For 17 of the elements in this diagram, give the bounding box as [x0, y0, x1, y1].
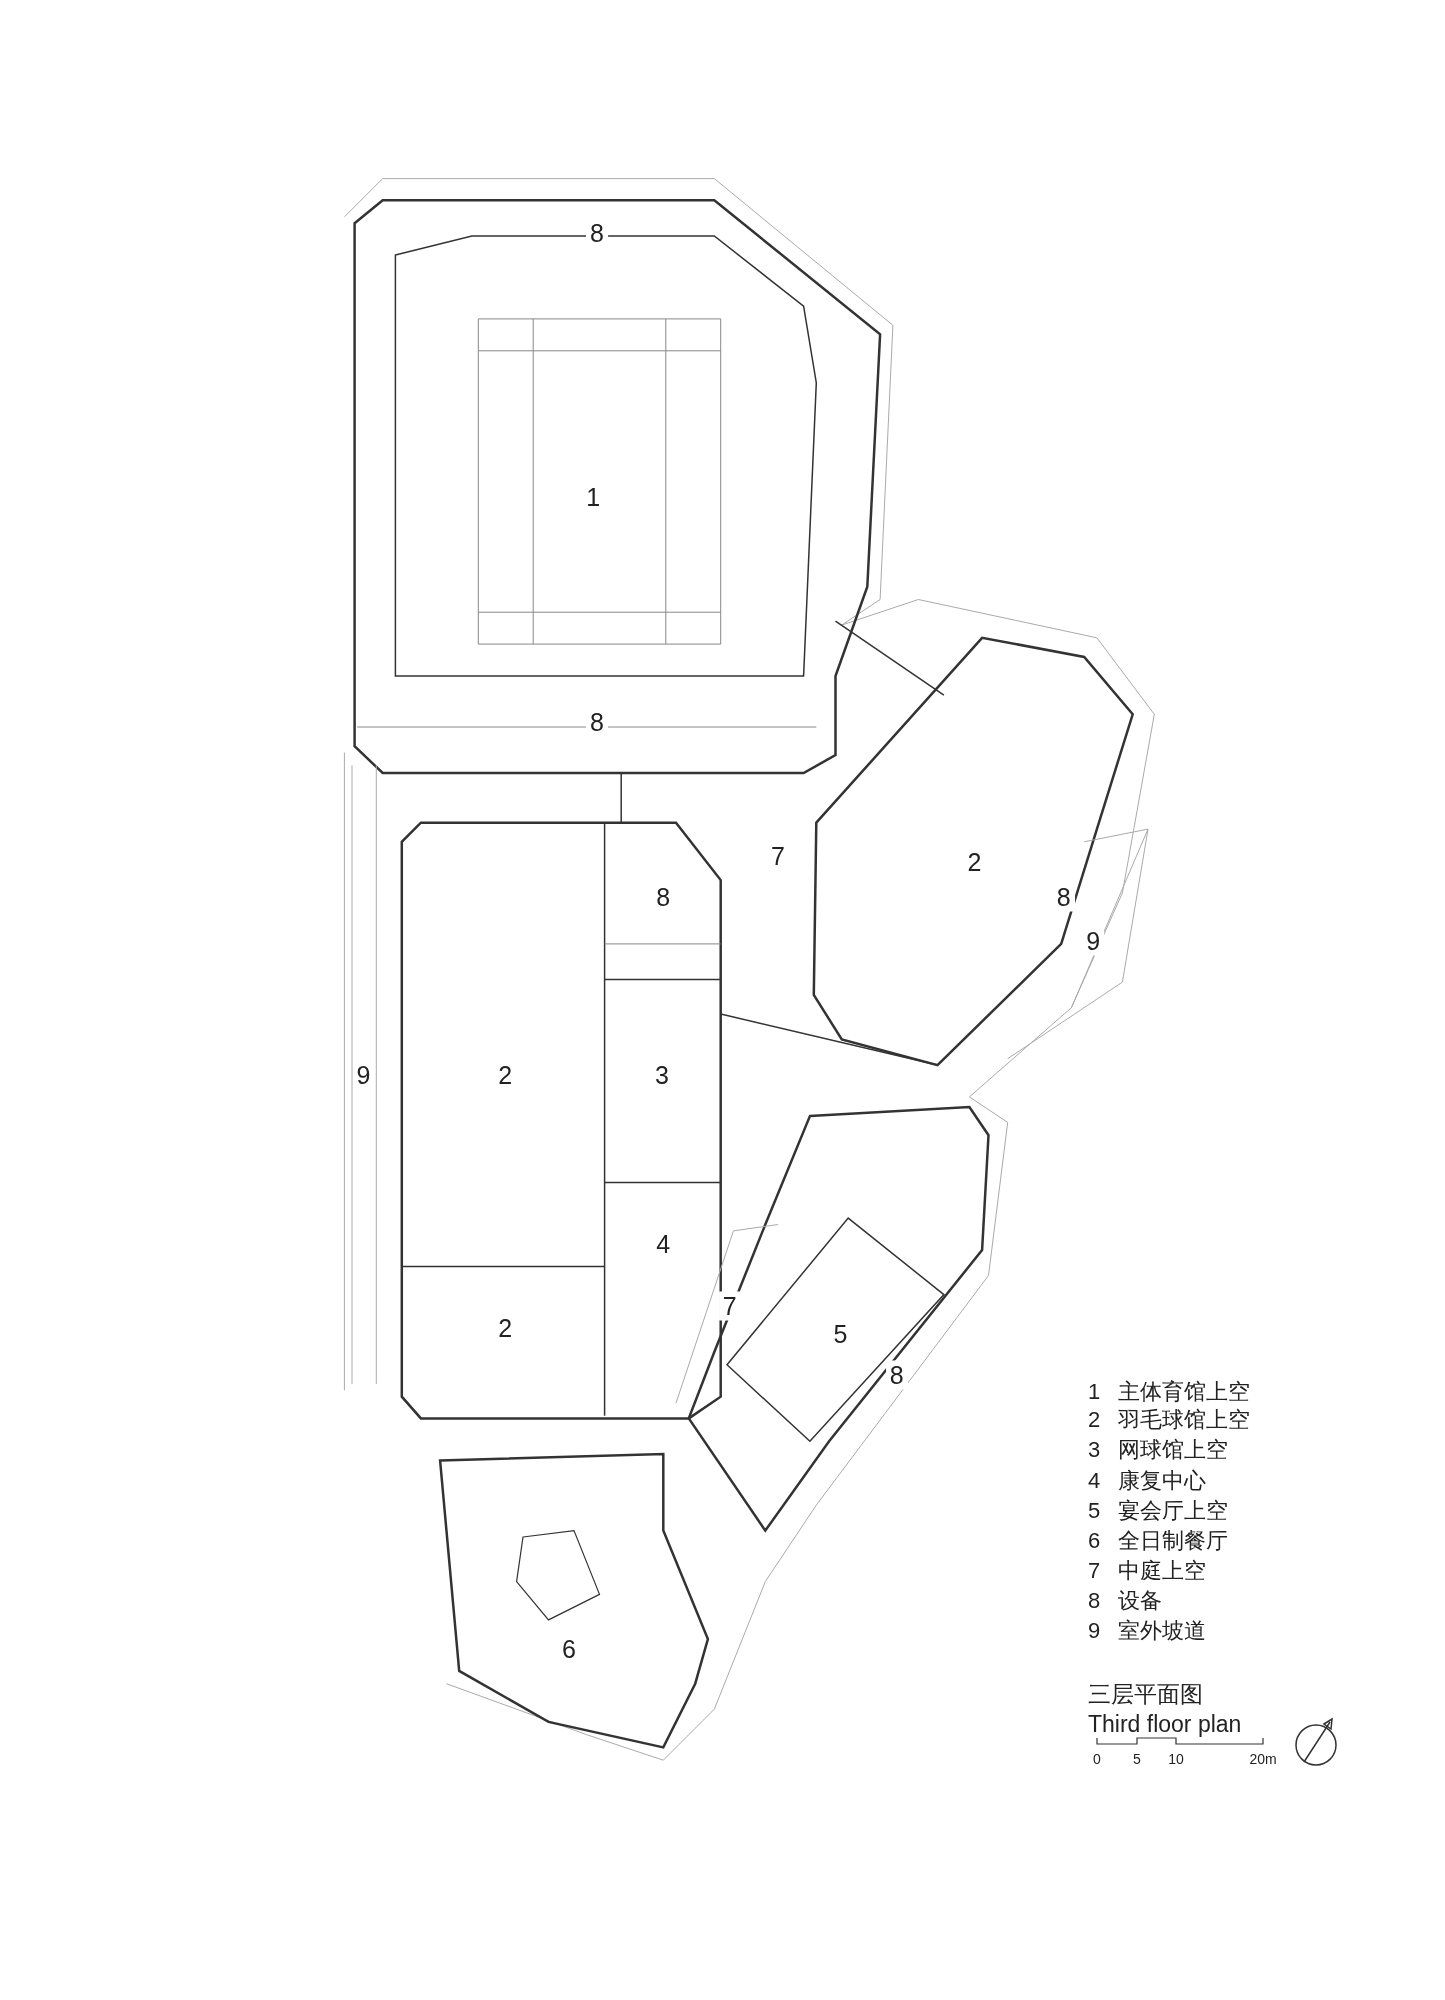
plan-title: 三层平面图 — [1088, 1682, 1203, 1706]
legend-text: 9 室外坡道 — [1088, 1620, 1207, 1643]
legend-text: 8 设备 — [1088, 1589, 1163, 1612]
legend-text: 6 全日制餐厅 — [1088, 1529, 1229, 1552]
scale-label: 0 — [1093, 1752, 1101, 1766]
legend-text: 5 宴会厅上空 — [1088, 1500, 1229, 1523]
legend-text: 4 康复中心 — [1088, 1469, 1207, 1492]
callout-number: 7 — [718, 1291, 741, 1321]
legend-text: 3 网球馆上空 — [1088, 1439, 1229, 1462]
scale-label: 5 — [1133, 1752, 1141, 1766]
scale-label: 20m — [1249, 1752, 1277, 1766]
scale-label: 10 — [1168, 1752, 1184, 1766]
callout-number: 8 — [885, 1360, 908, 1390]
legend-text: 1 主体育馆上空 — [1088, 1380, 1251, 1403]
plan-title: Third floor plan — [1088, 1713, 1242, 1736]
legend-text: 2 羽毛球馆上空 — [1088, 1408, 1251, 1431]
legend-text: 7 中庭上空 — [1088, 1560, 1207, 1583]
